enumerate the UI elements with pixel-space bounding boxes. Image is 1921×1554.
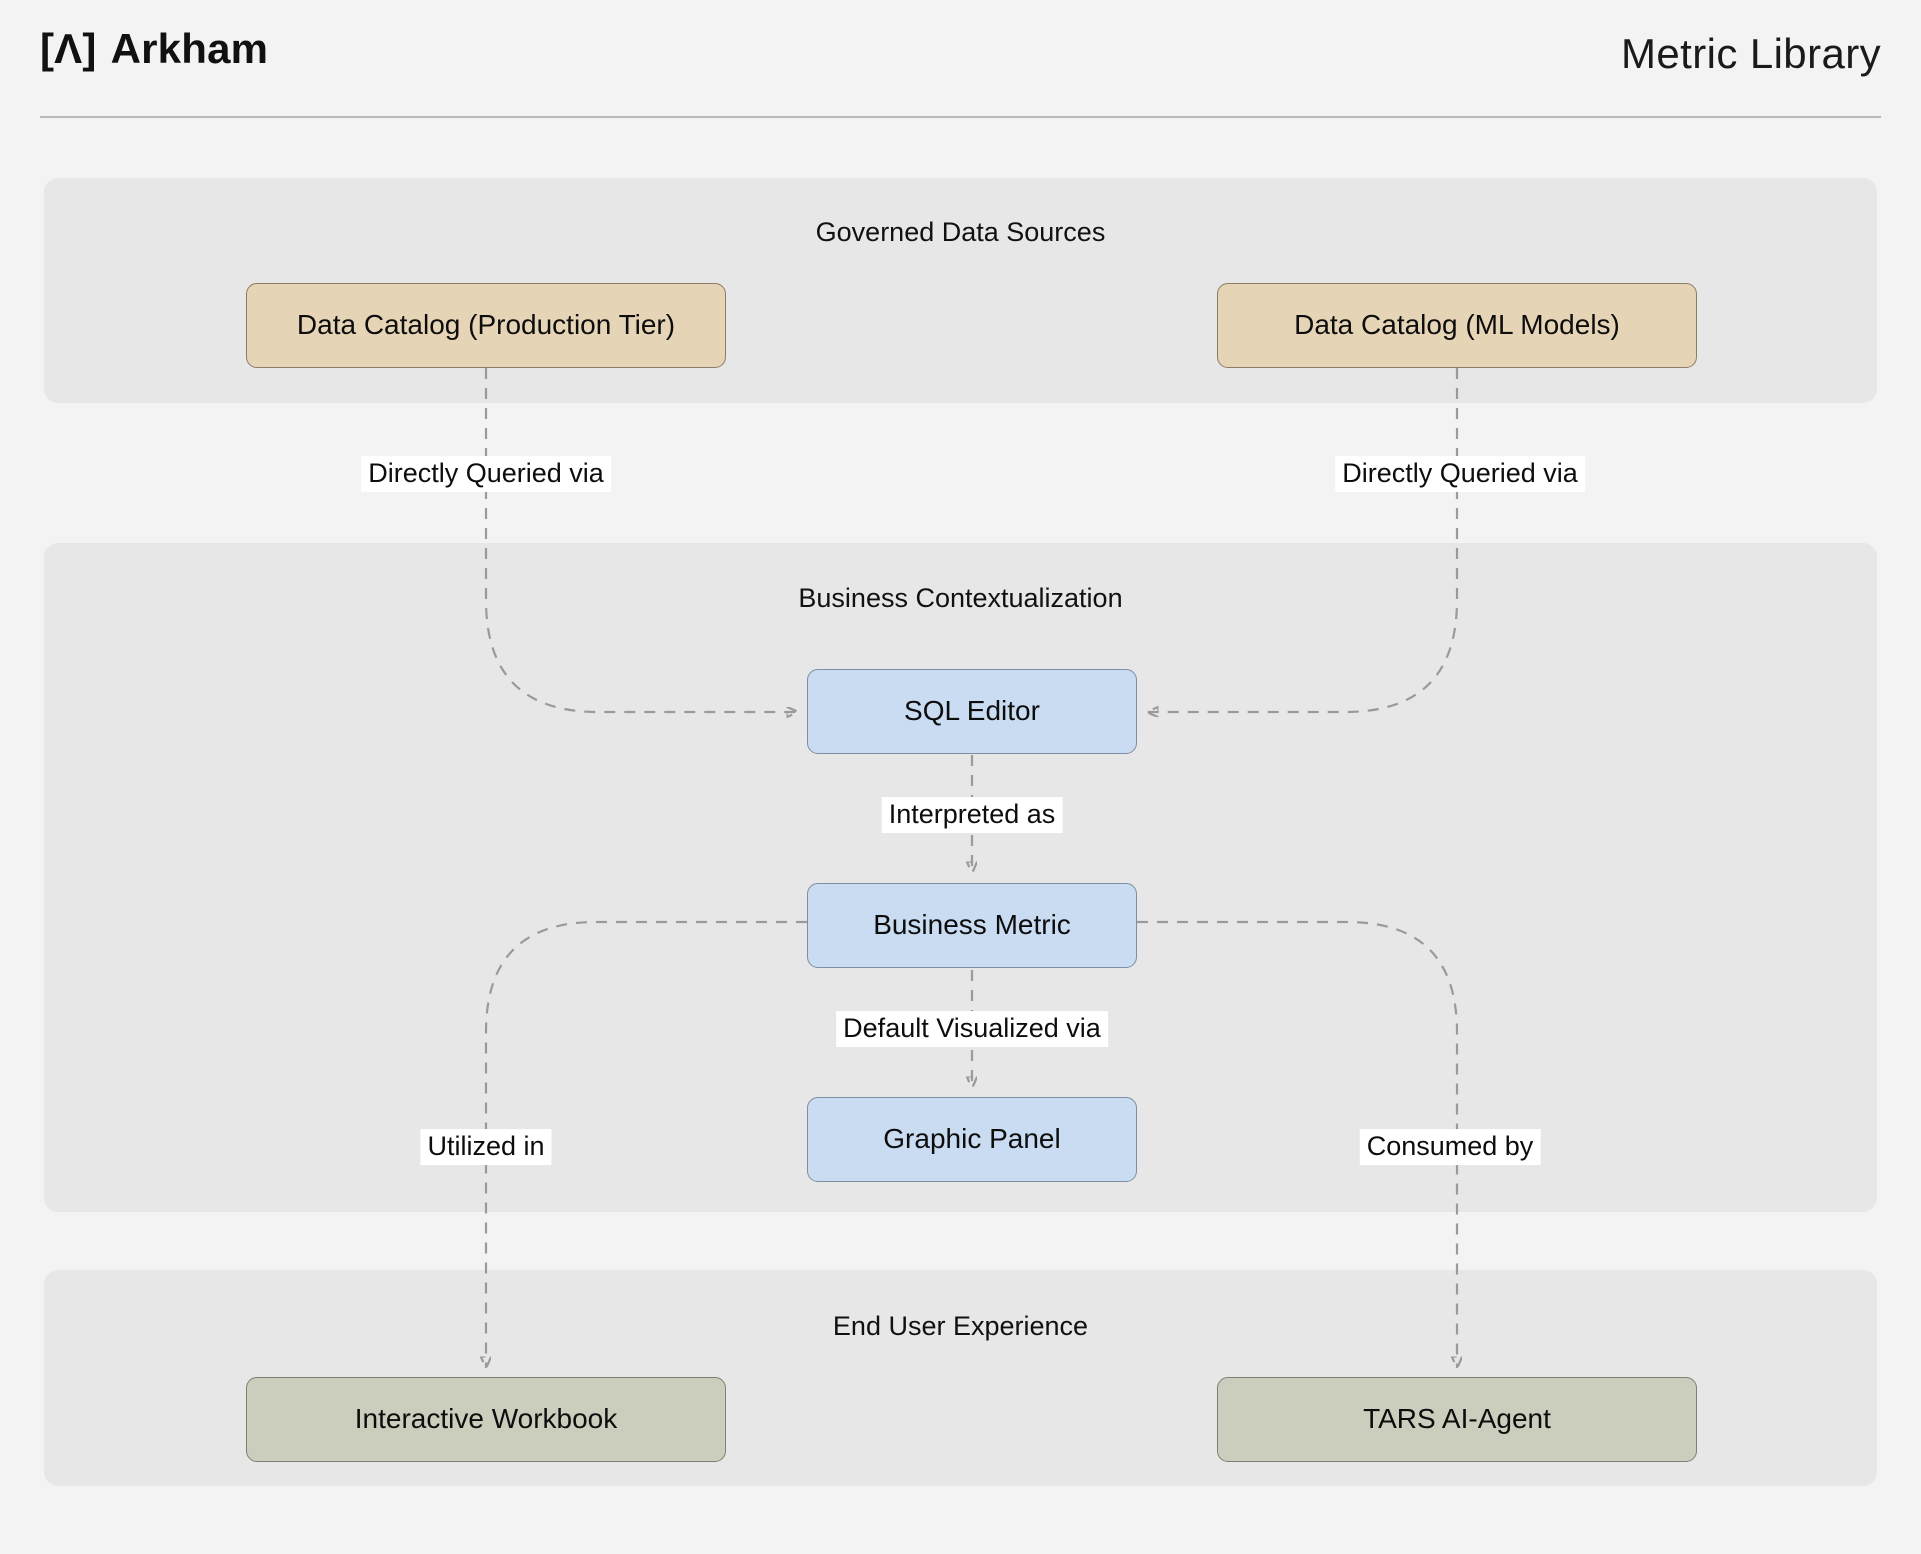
lane-title-governed: Governed Data Sources: [815, 217, 1106, 247]
edge-label-default-visualized-via: Default Visualized via: [836, 1011, 1108, 1047]
edge-label-directly-queried-via-ml: Directly Queried via: [1335, 456, 1585, 492]
page-title: Metric Library: [1621, 30, 1881, 77]
node-data-catalog-ml-models[interactable]: Data Catalog (ML Models): [1217, 283, 1697, 368]
node-label: Data Catalog (Production Tier): [296, 309, 676, 341]
node-label: Graphic Panel: [883, 1123, 1061, 1155]
node-interactive-workbook[interactable]: Interactive Workbook: [246, 1377, 726, 1462]
lane-title-enduser: End User Experience: [832, 1311, 1089, 1341]
node-business-metric[interactable]: Business Metric: [807, 883, 1137, 968]
edge-label-consumed-by: Consumed by: [1359, 1129, 1541, 1165]
edge-label-utilized-in: Utilized in: [420, 1129, 552, 1165]
node-label: Data Catalog (ML Models): [1294, 309, 1620, 341]
arkham-lambda-icon: [Λ]: [40, 25, 97, 72]
node-data-catalog-production-tier[interactable]: Data Catalog (Production Tier): [246, 283, 726, 368]
node-label: Business Metric: [873, 909, 1071, 941]
node-label: TARS AI-Agent: [1363, 1403, 1551, 1435]
node-tars-ai-agent[interactable]: TARS AI-Agent: [1217, 1377, 1697, 1462]
node-graphic-panel[interactable]: Graphic Panel: [807, 1097, 1137, 1182]
edge-label-interpreted-as: Interpreted as: [881, 797, 1063, 833]
edge-label-directly-queried-via-prod: Directly Queried via: [361, 456, 611, 492]
brand-name: Arkham: [110, 25, 269, 72]
lane-title-business: Business Contextualization: [798, 583, 1123, 613]
brand-logo[interactable]: [Λ] Arkham: [40, 28, 268, 70]
node-sql-editor[interactable]: SQL Editor: [807, 669, 1137, 754]
node-label: Interactive Workbook: [354, 1403, 618, 1435]
node-label: SQL Editor: [904, 695, 1040, 727]
header-divider: [40, 116, 1881, 118]
page-header: [Λ] Arkham Metric Library: [0, 0, 1921, 118]
